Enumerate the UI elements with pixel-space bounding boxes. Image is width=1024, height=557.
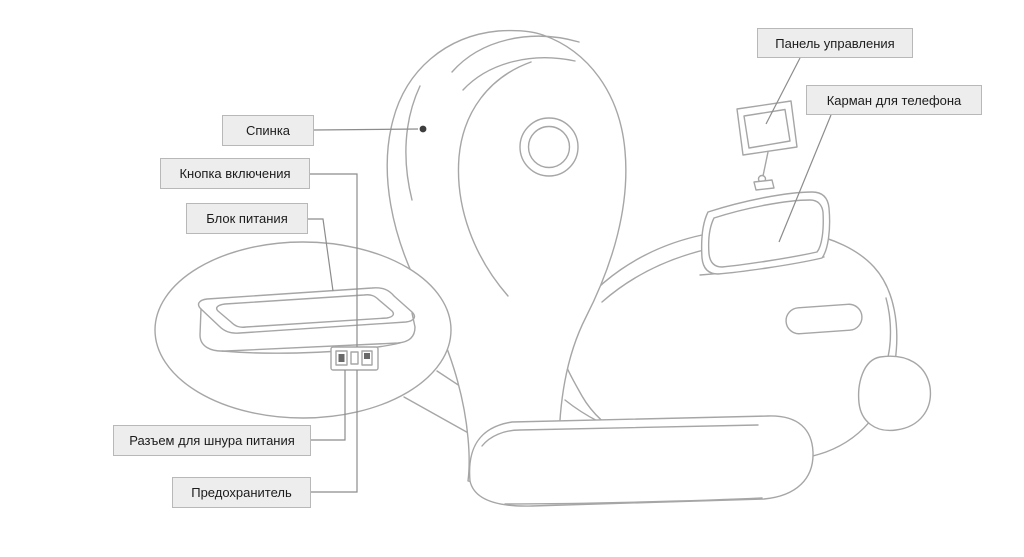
massage-chair-illustration bbox=[386, 29, 932, 507]
leader-lines bbox=[308, 57, 832, 493]
backrest-pointer-dot bbox=[419, 125, 427, 133]
label-backrest: Спинка bbox=[222, 115, 314, 146]
footrest-shape bbox=[468, 415, 814, 507]
label-control-panel: Панель управления bbox=[757, 28, 913, 58]
hand-recess-shape bbox=[785, 303, 863, 335]
power-connector-panel bbox=[330, 346, 379, 371]
speaker-inner bbox=[527, 125, 571, 169]
label-phone-pocket: Карман для телефона bbox=[806, 85, 982, 115]
power-supply-top-face bbox=[197, 287, 416, 334]
label-power-cord-socket: Разъем для шнура питания bbox=[113, 425, 311, 456]
label-fuse: Предохранитель bbox=[172, 477, 311, 508]
phone-pocket-shape bbox=[700, 191, 831, 275]
label-power-supply: Блок питания bbox=[186, 203, 308, 234]
power-supply-detail-callout bbox=[154, 241, 452, 419]
backrest-shape bbox=[386, 29, 627, 488]
control-panel-tablet bbox=[736, 100, 798, 191]
label-power-button: Кнопка включения bbox=[160, 158, 310, 189]
